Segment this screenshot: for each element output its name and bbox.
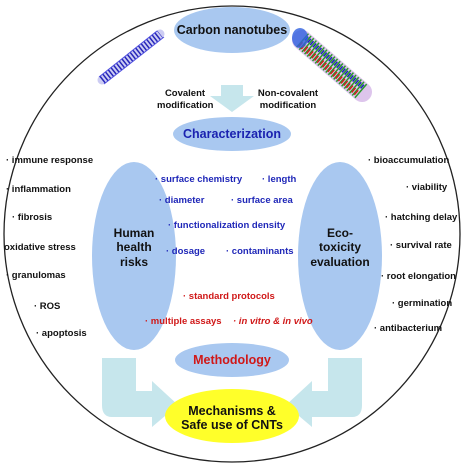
factor-diameter: · diameter — [159, 195, 205, 206]
eco-toxicity-line-1: Eco- — [326, 226, 353, 240]
covalent-label: Covalent modification — [157, 89, 213, 110]
eco-toxicity-title: Eco- toxicity evaluation — [304, 226, 376, 269]
method-multiple-assays: · multiple assays — [145, 316, 222, 327]
right-item-hatching-delay: · hatching delay — [385, 212, 458, 223]
left-item-apoptosis: · apoptosis — [36, 328, 87, 339]
left-curved-arrow — [102, 358, 178, 427]
methodology-node — [175, 343, 289, 377]
top-down-arrow — [210, 85, 254, 112]
left-item-ros: · ROS — [34, 301, 61, 312]
factor-surface-area: · surface area — [231, 195, 293, 206]
covalent-line-1: Covalent — [164, 88, 206, 99]
human-health-line-3: risks — [119, 254, 149, 269]
methodology-title: Methodology — [193, 353, 271, 367]
factor-surface-chemistry: · surface chemistry — [155, 174, 243, 185]
left-item-immune-response: · immune response — [6, 155, 94, 166]
left-item-inflammation: · inflammation — [6, 184, 71, 195]
eco-toxicity-line-3: evaluation — [310, 254, 370, 269]
right-curved-arrow — [286, 358, 362, 427]
eco-toxicity-line-2: toxicity — [318, 240, 361, 255]
human-health-line-1: Human — [113, 226, 155, 240]
factor-contaminants: · contaminants — [226, 246, 294, 257]
right-item-viability: · viability — [406, 182, 448, 193]
mechanisms-line-1: Mechanisms & — [188, 404, 276, 418]
covalent-line-2: modification — [157, 99, 214, 111]
right-item-antibacterium: · antibacterium — [374, 323, 443, 334]
noncovalent-label: Non-covalent modification — [254, 89, 322, 110]
carbon-nanotubes-node — [174, 7, 290, 53]
multi-wall-nanotube-icon — [292, 28, 372, 102]
characterization-node — [173, 117, 291, 151]
human-health-line-2: health — [116, 240, 152, 255]
carbon-nanotubes-title: Carbon nanotubes — [176, 23, 288, 37]
mechanisms-line-2: Safe use of CNTs — [181, 418, 283, 433]
right-item-bioaccumulation: · bioaccumulation — [368, 155, 450, 166]
factor-dosage: · dosage — [166, 246, 206, 257]
method-in-vitro-in-vivo: · in vitro & in vivo — [233, 316, 313, 327]
mechanisms-title: Mechanisms & Safe use of CNTs — [165, 404, 299, 433]
left-item-fibrosis: · fibrosis — [12, 212, 53, 223]
outer-circle — [3, 5, 461, 463]
characterization-title: Characterization — [183, 127, 281, 141]
human-health-ellipse — [92, 162, 176, 350]
noncovalent-line-1: Non-covalent — [257, 88, 319, 99]
human-health-title: Human health risks — [100, 226, 168, 269]
left-item-granulomas: · granulomas — [6, 270, 66, 281]
mechanisms-node — [165, 389, 299, 443]
factor-length: · length — [262, 174, 297, 185]
right-item-survival-rate: · survival rate — [390, 240, 452, 251]
noncovalent-line-2: modification — [259, 99, 317, 111]
right-item-root-elongation: · root elongation — [381, 271, 456, 282]
factor-functionalization-density: · functionalization density — [168, 220, 286, 231]
eco-toxicity-ellipse — [298, 162, 382, 350]
method-standard-protocols: · standard protocols — [183, 291, 275, 302]
right-item-germination: · germination — [392, 298, 453, 309]
single-wall-nanotube-icon — [97, 29, 165, 85]
left-item-oxidative-stress: oxidative stress — [4, 242, 76, 253]
